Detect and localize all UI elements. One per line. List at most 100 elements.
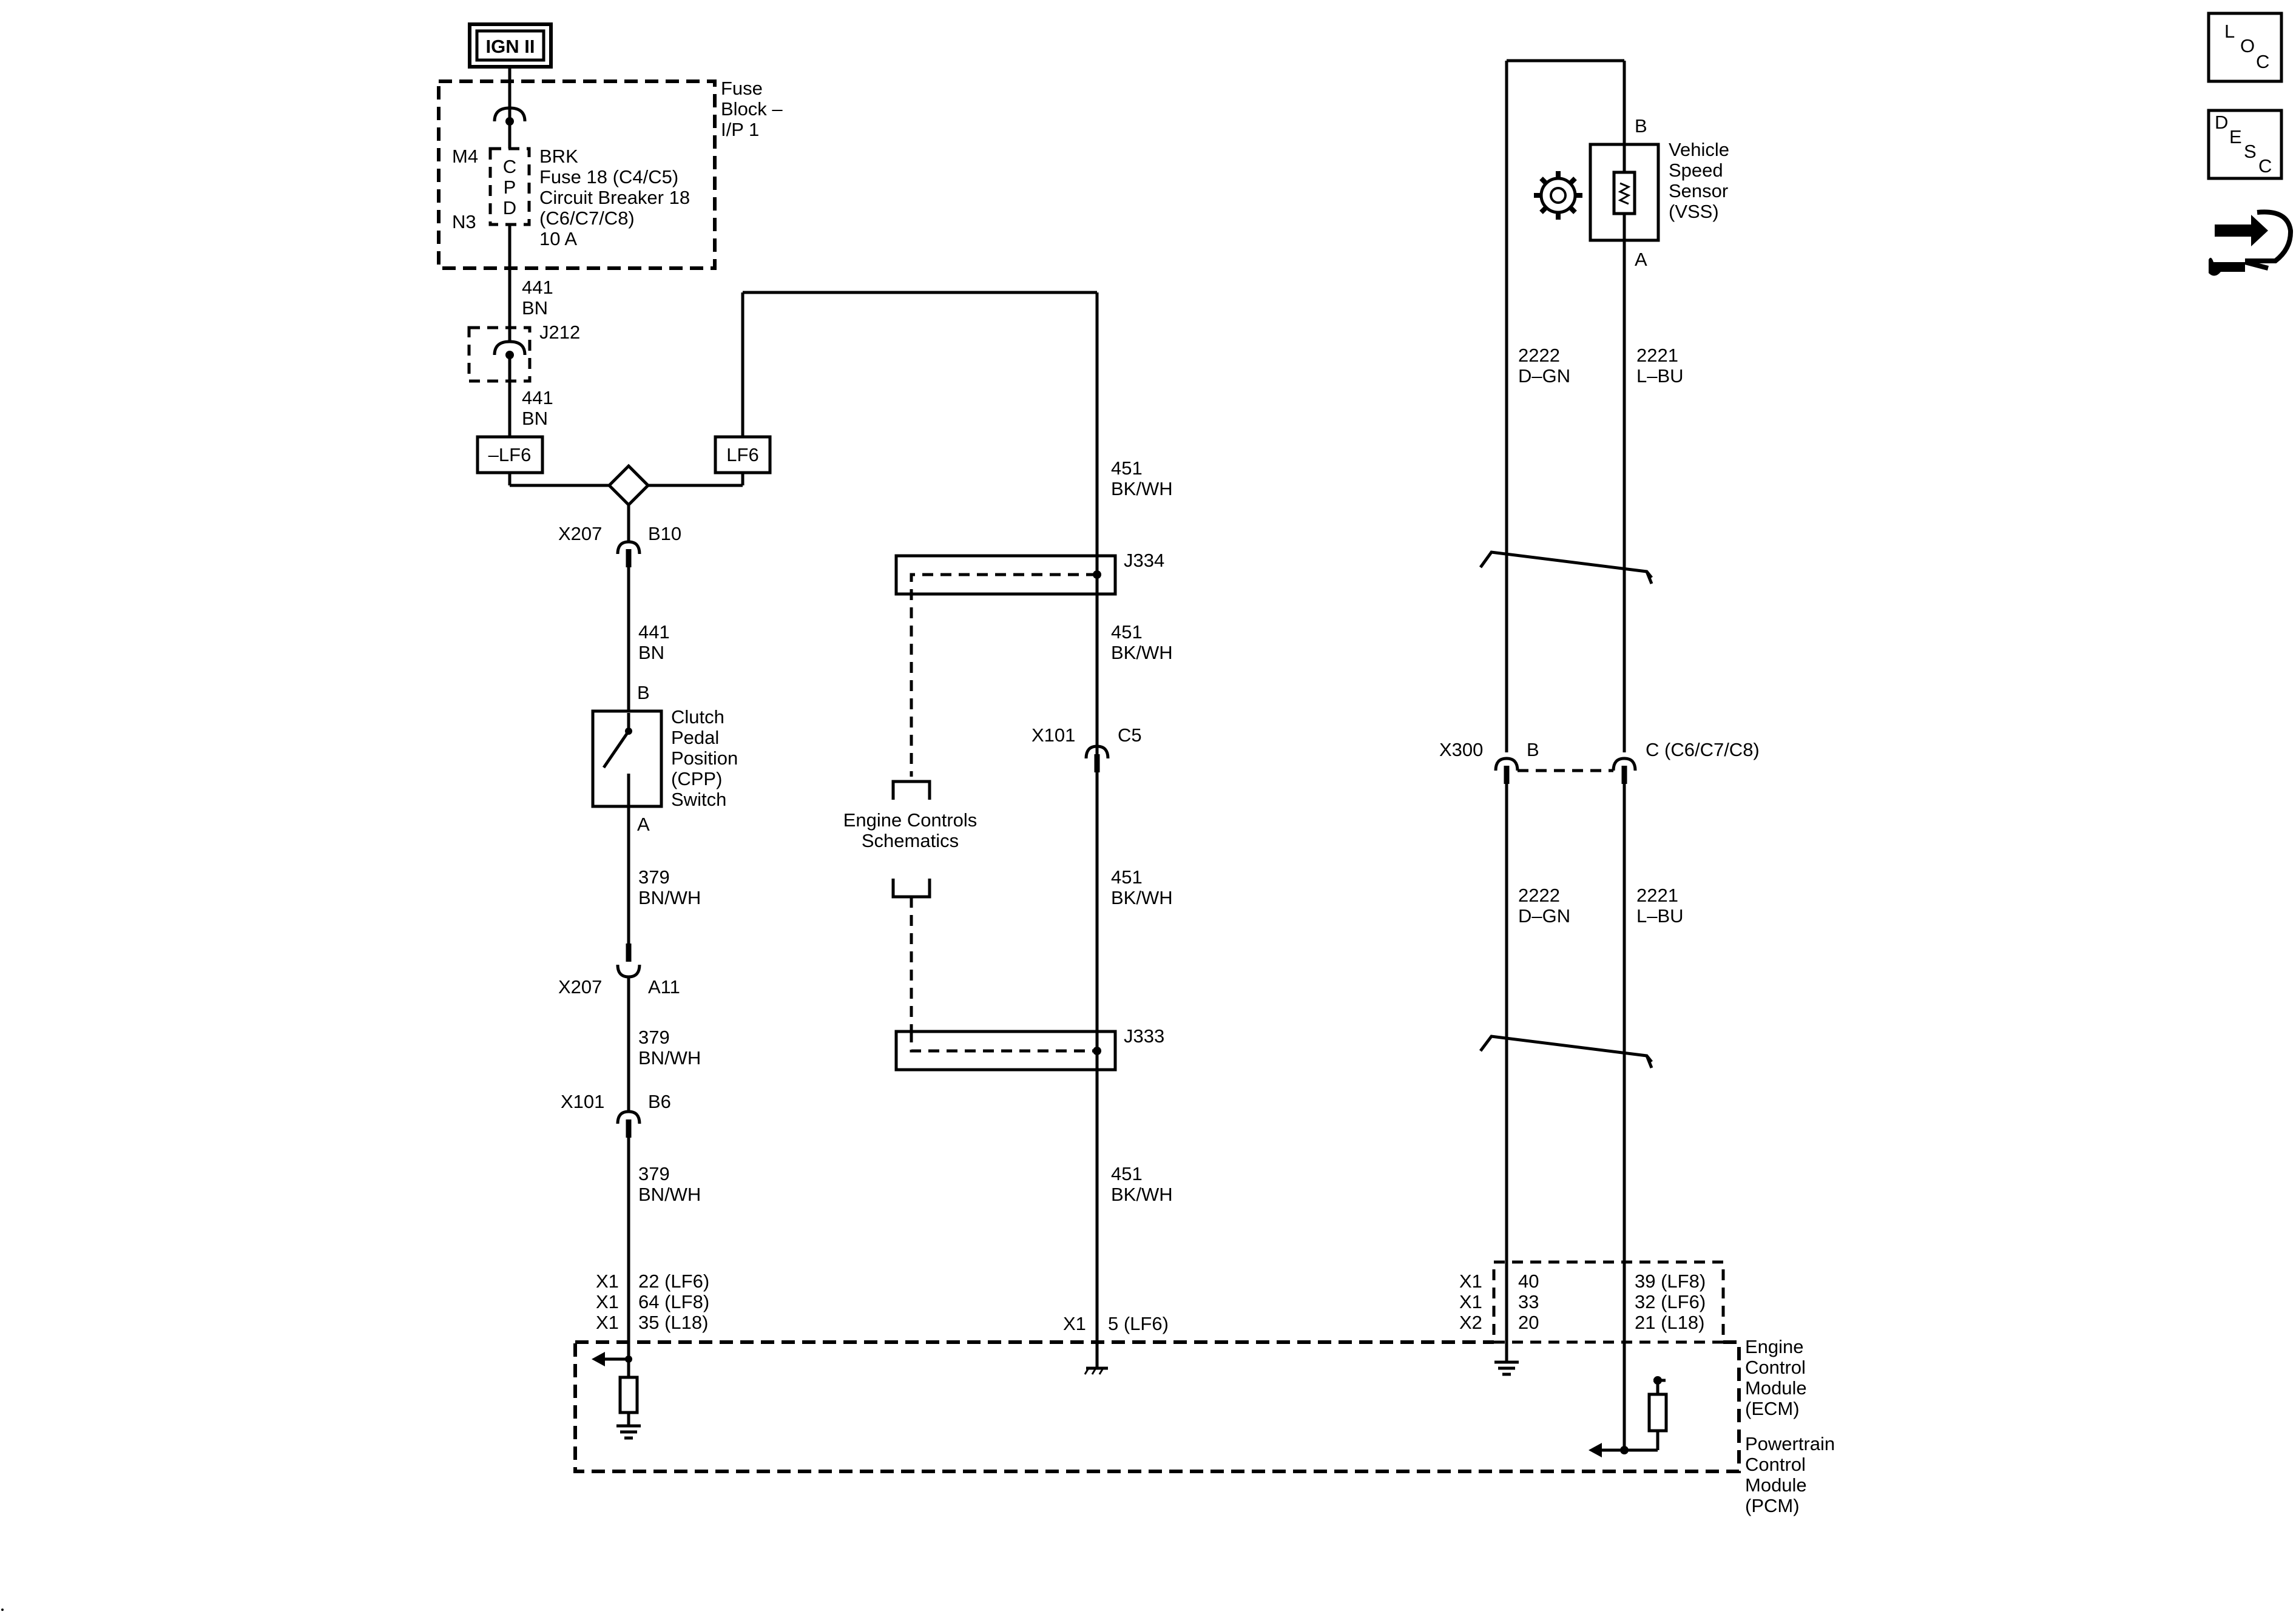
connector-x101-label: X101 bbox=[561, 1091, 604, 1112]
wire-451-color: BK/WH bbox=[1111, 642, 1173, 663]
svg-text:39 (LF8): 39 (LF8) bbox=[1635, 1271, 1706, 1292]
engine-ref-bracket-bottom bbox=[891, 879, 931, 899]
ecm-label: Engine Control Module (ECM) bbox=[1745, 1336, 1807, 1419]
ecm-module-boundary bbox=[573, 1340, 1741, 1473]
svg-text:X1: X1 bbox=[1459, 1291, 1482, 1312]
svg-text:O: O bbox=[2240, 35, 2255, 56]
svg-text:Vehicle: Vehicle bbox=[1669, 139, 1729, 160]
svg-text:Schematics: Schematics bbox=[862, 830, 959, 851]
ecm-mid-pin: 5 (LF6) bbox=[1108, 1313, 1169, 1334]
svg-text:Sensor: Sensor bbox=[1669, 180, 1728, 201]
wire-441-number: 441 bbox=[522, 387, 553, 408]
splice-j212-box bbox=[467, 326, 532, 383]
connector-x207-a11 bbox=[616, 964, 641, 979]
wire-451-color: BK/WH bbox=[1111, 1184, 1173, 1205]
wire-451-number: 451 bbox=[1111, 866, 1143, 888]
svg-text:X1: X1 bbox=[596, 1291, 619, 1312]
connector-wrench-icon[interactable] bbox=[2209, 209, 2294, 276]
connector-pin-a11: A11 bbox=[648, 976, 680, 998]
wire-441-color: BN bbox=[522, 297, 548, 319]
wire-2222-color: D–GN bbox=[1518, 905, 1570, 927]
vss-pin-a: A bbox=[1635, 249, 1647, 270]
cpp-pin-b: B bbox=[637, 682, 650, 703]
svg-text:C: C bbox=[2258, 155, 2272, 177]
wire-379-number: 379 bbox=[638, 866, 670, 888]
svg-text:Clutch: Clutch bbox=[671, 706, 724, 727]
connector-x300-b bbox=[1494, 757, 1519, 771]
svg-text:35 (L18): 35 (L18) bbox=[638, 1312, 708, 1333]
fuse-block-box bbox=[437, 79, 717, 270]
ecm-mid-pin-conn: X1 bbox=[1063, 1313, 1086, 1334]
wire-2222-number: 2222 bbox=[1518, 345, 1560, 366]
connector-x300-pin-c: C (C6/C7/C8) bbox=[1646, 739, 1760, 760]
svg-text:D: D bbox=[503, 197, 516, 218]
svg-text:(VSS): (VSS) bbox=[1669, 201, 1719, 222]
connector-x300-pin-b: B bbox=[1527, 739, 1539, 760]
svg-text:C: C bbox=[2256, 51, 2269, 72]
svg-text:Control: Control bbox=[1745, 1454, 1806, 1475]
splice-j212-label: J212 bbox=[539, 322, 580, 343]
svg-text:20: 20 bbox=[1518, 1312, 1539, 1333]
wire-2221-number: 2221 bbox=[1636, 885, 1678, 906]
connector-x101-c5 bbox=[1084, 744, 1110, 759]
svg-text:(CPP): (CPP) bbox=[671, 768, 722, 789]
wire-451-number: 451 bbox=[1111, 1163, 1143, 1184]
svg-text:40: 40 bbox=[1518, 1271, 1539, 1292]
svg-text:21 (L18): 21 (L18) bbox=[1635, 1312, 1704, 1333]
ground-icon bbox=[616, 1424, 641, 1440]
wire-2221-color: L–BU bbox=[1636, 905, 1684, 927]
wire-451-number: 451 bbox=[1111, 457, 1143, 479]
connector-x101-b6 bbox=[616, 1110, 641, 1124]
wire-2221-number: 2221 bbox=[1636, 345, 1678, 366]
option-selector-diamond bbox=[607, 464, 650, 507]
input-arrow-icon bbox=[1589, 1443, 1602, 1457]
ground-icon bbox=[1494, 1360, 1519, 1376]
wire-451-color: BK/WH bbox=[1111, 887, 1173, 908]
svg-text:X2: X2 bbox=[1459, 1312, 1482, 1333]
svg-text:Circuit Breaker 18: Circuit Breaker 18 bbox=[539, 187, 690, 208]
power-source-box: IGN II bbox=[468, 22, 553, 69]
svg-text:BRK: BRK bbox=[539, 146, 578, 167]
loc-button[interactable]: L O C bbox=[2207, 12, 2283, 83]
svg-text:X1: X1 bbox=[596, 1271, 619, 1292]
wire-441-number: 441 bbox=[638, 621, 670, 643]
svg-text:Block –: Block – bbox=[721, 98, 783, 120]
wire-2221-color: L–BU bbox=[1636, 365, 1684, 387]
svg-text:Module: Module bbox=[1745, 1474, 1807, 1496]
svg-text:Switch: Switch bbox=[671, 789, 726, 810]
svg-text:Speed: Speed bbox=[1669, 160, 1723, 181]
wire-441-color: BN bbox=[522, 408, 548, 429]
vss-pin-b: B bbox=[1635, 115, 1647, 137]
connector-pin-c5: C5 bbox=[1118, 724, 1142, 746]
wire-451-number: 451 bbox=[1111, 621, 1143, 643]
connector-x300-label: X300 bbox=[1439, 739, 1483, 760]
fuse-description: BRK Fuse 18 (C4/C5) Circuit Breaker 18 (… bbox=[539, 146, 690, 249]
svg-text:Control: Control bbox=[1745, 1357, 1806, 1378]
wire-441-color: BN bbox=[638, 642, 664, 663]
connector-x207-label: X207 bbox=[558, 976, 602, 998]
pull-up-resistor bbox=[1647, 1393, 1668, 1433]
svg-text:32 (LF6): 32 (LF6) bbox=[1635, 1291, 1706, 1312]
pcm-label: Powertrain Control Module (PCM) bbox=[1745, 1433, 1835, 1516]
option-label-not-lf6: –LF6 bbox=[488, 444, 532, 465]
fuse-pin-n3: N3 bbox=[452, 211, 476, 232]
svg-text:(ECM): (ECM) bbox=[1745, 1398, 1800, 1419]
svg-text:Fuse 18 (C4/C5): Fuse 18 (C4/C5) bbox=[539, 166, 678, 187]
svg-text:S: S bbox=[2244, 141, 2257, 162]
pull-down-resistor bbox=[618, 1376, 639, 1414]
splice-j333-dashed bbox=[910, 1031, 1097, 1053]
svg-text:10 A: 10 A bbox=[539, 228, 577, 249]
desc-button[interactable]: D E S C bbox=[2207, 109, 2283, 180]
svg-text:Fuse: Fuse bbox=[721, 78, 763, 99]
wire-2222-color: D–GN bbox=[1518, 365, 1570, 387]
connector-x101-label: X101 bbox=[1032, 724, 1075, 746]
cpp-pin-a: A bbox=[637, 814, 650, 835]
svg-text:L: L bbox=[2224, 21, 2235, 42]
svg-text:(PCM): (PCM) bbox=[1745, 1495, 1800, 1516]
connector-x207-b10 bbox=[616, 540, 641, 555]
ecm-right-conns: X1 X1 X2 bbox=[1459, 1271, 1482, 1333]
fuse-block-title: Fuse Block – I/P 1 bbox=[721, 78, 783, 140]
svg-text:(C6/C7/C8): (C6/C7/C8) bbox=[539, 208, 635, 229]
svg-text:D: D bbox=[2215, 112, 2228, 133]
ecm-connector-box bbox=[1492, 1260, 1725, 1344]
